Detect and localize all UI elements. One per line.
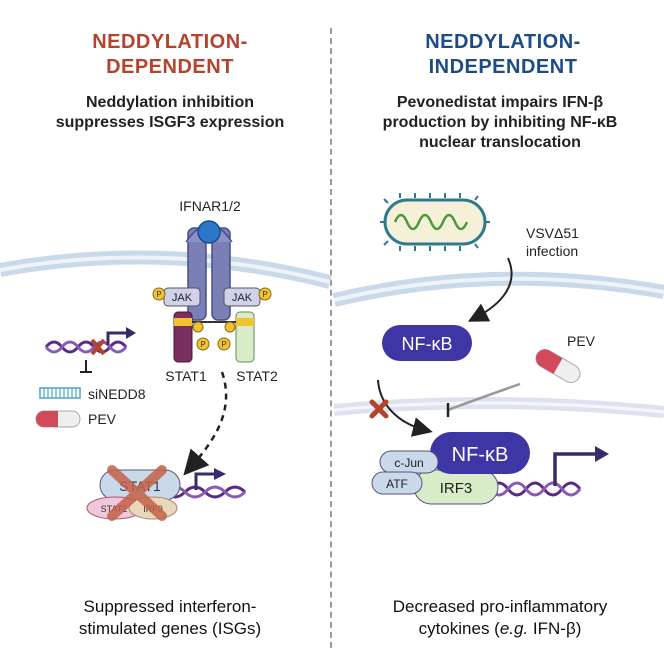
svg-text:c-Jun: c-Jun [394, 456, 423, 470]
pev-pill-icon-right [535, 349, 581, 383]
irf3-protein: IRF3 [413, 469, 499, 505]
phospho-icons: P P P P [152, 287, 272, 351]
right-heading: NEDDYLATION- INDEPENDENT [388, 30, 618, 80]
vsv-virus-icon [380, 193, 490, 251]
virus-label-line2: infection [526, 243, 578, 259]
left-footer: Suppressed interferon- stimulated genes … [30, 596, 310, 640]
svg-text:P: P [156, 290, 161, 299]
jak-left: JAK [163, 287, 201, 307]
right-subtitle-line2: production by inhibiting NF-κB [382, 114, 618, 131]
svg-text:JAK: JAK [232, 292, 253, 304]
cross-icon [107, 465, 167, 521]
left-subtitle: Neddylation inhibition suppresses ISGF3 … [40, 93, 300, 133]
pev-pill-icon [35, 410, 81, 428]
pev-label: PEV [88, 411, 117, 427]
stat1-label: STAT1 [165, 368, 207, 384]
right-heading-line2: INDEPENDENT [428, 56, 578, 78]
left-subtitle-line1: Neddylation inhibition [86, 94, 254, 111]
right-footer-line1: Decreased pro-inflammatory [392, 597, 608, 616]
nfkb-cytoplasm: NF-κB [382, 325, 472, 361]
svg-text:NF-κB: NF-κB [452, 444, 509, 466]
left-heading-line2: DEPENDENT [106, 56, 234, 78]
nedd8-gene-icon [44, 327, 136, 356]
svg-text:JAK: JAK [172, 292, 193, 304]
block-cross-icon [369, 399, 389, 419]
left-heading: NEDDYLATION- DEPENDENT [60, 30, 280, 80]
svg-text:IRF3: IRF3 [440, 480, 473, 497]
nfkb-translocation-arrow [377, 379, 433, 437]
left-heading-line1: NEDDYLATION- [92, 31, 248, 53]
svg-text:ATF: ATF [386, 477, 408, 491]
nfkb-nucleus: NF-κB [430, 432, 530, 474]
right-footer-line2: cytokines (e.g. IFN-β) [418, 619, 582, 638]
right-cell-membrane [332, 271, 664, 307]
stat2-label: STAT2 [236, 368, 278, 384]
left-footer-line1: Suppressed interferon- [83, 597, 257, 616]
ifn-ligand-icon [197, 220, 221, 244]
ifnb-gene-dna [488, 446, 609, 497]
panel-divider [330, 28, 332, 648]
cjun-protein: c-Jun [379, 450, 439, 474]
atf-protein: ATF [371, 471, 423, 495]
pev-inhibition-line [447, 382, 521, 412]
left-subtitle-line2: suppresses ISGF3 expression [55, 114, 285, 131]
pev-label-right: PEV [567, 333, 596, 349]
virus-label-line1: VSVΔ51 [526, 225, 579, 241]
jak-right: JAK [223, 287, 261, 307]
left-footer-line2: stimulated genes (ISGs) [78, 619, 262, 638]
sinedd8-icon [39, 387, 81, 399]
svg-text:NF-κB: NF-κB [402, 334, 453, 354]
receptor-label: IFNAR1/2 [179, 198, 241, 214]
right-subtitle-line3: nuclear translocation [419, 134, 581, 151]
svg-text:P: P [262, 290, 267, 299]
right-heading-line1: NEDDYLATION- [425, 31, 581, 53]
translocation-arrow [183, 371, 228, 476]
stat1-protein [173, 311, 193, 363]
right-subtitle-line1: Pevonedistat impairs IFN-β [396, 94, 604, 111]
left-cell-membrane [0, 250, 332, 289]
right-footer: Decreased pro-inflammatory cytokines (e.… [350, 596, 650, 640]
inhibition-icon [80, 360, 92, 373]
svg-text:P: P [221, 340, 226, 349]
svg-text:P: P [200, 340, 205, 349]
stat2-protein [235, 311, 255, 363]
sinedd8-label: siNEDD8 [88, 386, 146, 402]
infection-arrow [467, 257, 513, 322]
right-subtitle: Pevonedistat impairs IFN-β production by… [360, 93, 640, 153]
